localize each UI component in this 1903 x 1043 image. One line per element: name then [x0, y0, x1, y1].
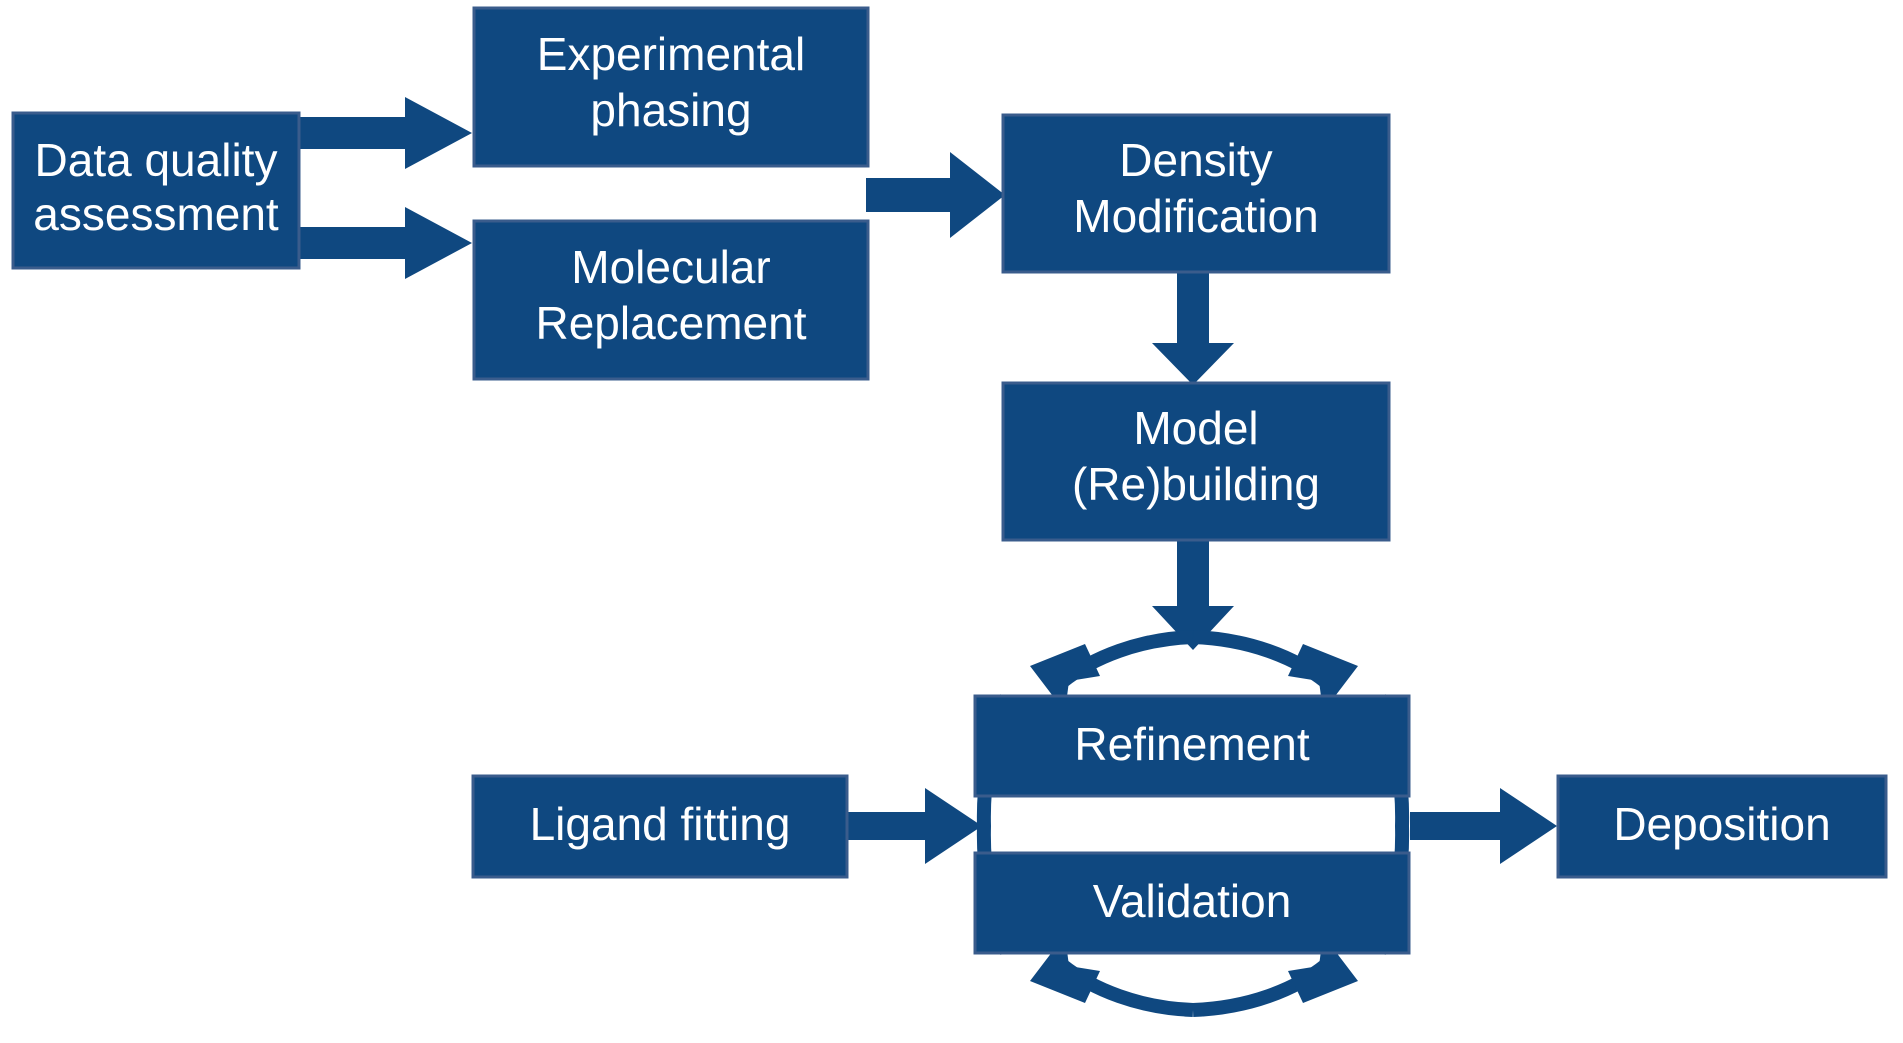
node-box-molecular-replacement[interactable] [472, 219, 870, 381]
arrow-dqa-to-experimental-phasing [297, 97, 472, 169]
node-box-ligand-fitting[interactable] [471, 774, 849, 879]
node-label-molecular-replacement-line2: Replacement [535, 297, 806, 349]
arrow-density-modification-to-model-rebuilding [1152, 271, 1234, 385]
node-label-model-rebuilding-line1: Model [1133, 402, 1258, 454]
node-box-experimental-phasing[interactable] [472, 6, 870, 168]
node-label-molecular-replacement-line1: Molecular [571, 241, 770, 293]
node-box-data-quality-assessment[interactable] [11, 111, 301, 270]
node-validation[interactable]: Validation [973, 851, 1411, 955]
node-label-model-rebuilding-line2: (Re)building [1072, 458, 1320, 510]
node-deposition[interactable]: Deposition [1556, 774, 1888, 879]
arrow-cycle-to-deposition [1410, 788, 1557, 864]
node-label-data-quality-assessment-line1: Data quality [35, 134, 278, 186]
node-density-modification[interactable]: Density Modification [1001, 113, 1391, 274]
node-label-experimental-phasing-line1: Experimental [537, 28, 805, 80]
arrow-phasing-to-density-modification [866, 152, 1005, 238]
node-ligand-fitting[interactable]: Ligand fitting [471, 774, 849, 879]
node-refinement[interactable]: Refinement [973, 694, 1411, 798]
arrow-model-rebuilding-to-cycle [1152, 538, 1234, 650]
node-box-density-modification[interactable] [1001, 113, 1391, 274]
cycle-arrowhead-top-left [1030, 644, 1100, 712]
node-box-refinement[interactable] [973, 694, 1411, 798]
node-label-experimental-phasing-line2: phasing [590, 84, 751, 136]
cycle-arrowhead-bottom-right [1288, 935, 1358, 1003]
node-box-deposition[interactable] [1556, 774, 1888, 879]
node-box-model-rebuilding[interactable] [1001, 381, 1391, 542]
node-data-quality-assessment[interactable]: Data quality assessment [11, 111, 301, 270]
node-box-validation[interactable] [973, 851, 1411, 955]
node-experimental-phasing[interactable]: Experimental phasing [472, 6, 870, 168]
node-label-density-modification-line1: Density [1119, 134, 1272, 186]
node-label-validation: Validation [1093, 875, 1292, 927]
node-molecular-replacement[interactable]: Molecular Replacement [472, 219, 870, 381]
node-label-deposition: Deposition [1613, 798, 1830, 850]
arrow-dqa-to-molecular-replacement [297, 207, 472, 279]
arrow-ligand-fitting-to-cycle [845, 788, 982, 864]
cycle-arrowhead-top-right [1288, 644, 1358, 712]
node-model-rebuilding[interactable]: Model (Re)building [1001, 381, 1391, 542]
node-label-density-modification-line2: Modification [1073, 190, 1318, 242]
node-label-data-quality-assessment-line2: assessment [33, 188, 279, 240]
cycle-arrowhead-bottom-left [1030, 935, 1100, 1003]
node-label-ligand-fitting: Ligand fitting [530, 798, 791, 850]
node-label-refinement: Refinement [1074, 718, 1309, 770]
